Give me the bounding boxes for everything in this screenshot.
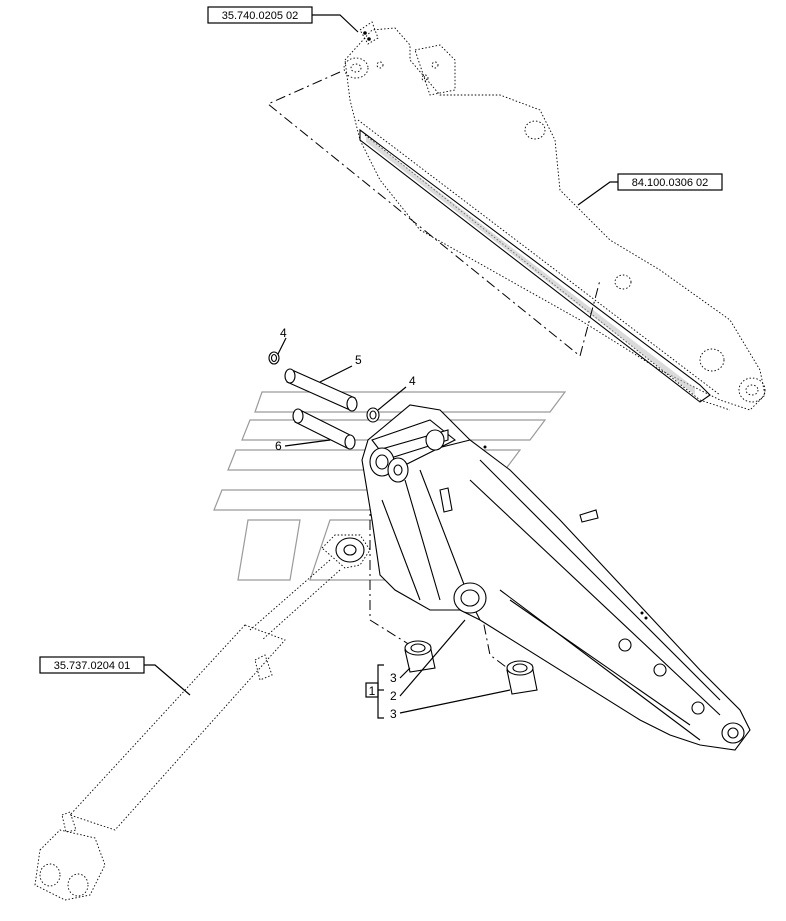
alignment-lines [267, 71, 601, 671]
kit-box-label: 1 [369, 684, 376, 698]
callout-ring-4-upper: 4 [277, 326, 287, 355]
bushing-lower [506, 660, 538, 695]
svg-text:2: 2 [390, 689, 397, 703]
callout-pin-6: 6 [275, 439, 331, 453]
pivot-bracket [359, 21, 379, 45]
lower-boom [361, 404, 751, 751]
hydraulic-cylinder [34, 534, 371, 901]
svg-text:3: 3 [390, 707, 397, 721]
reference-cylinder[interactable]: 35.737.0204 01 [39, 656, 191, 696]
svg-text:5: 5 [355, 353, 362, 367]
svg-text:6: 6 [275, 439, 282, 453]
snap-ring-lower [366, 407, 380, 423]
pin-6 [292, 408, 356, 450]
bushing-upper [404, 640, 436, 673]
svg-text:3: 3 [390, 671, 397, 685]
reference-boom[interactable]: 84.100.0306 02 [577, 173, 723, 206]
pin-5 [284, 368, 358, 412]
svg-text:4: 4 [409, 374, 416, 388]
kit-callout-group: 1 3 2 3 [365, 619, 511, 721]
callout-pin-5: 5 [319, 353, 362, 383]
svg-text:4: 4 [280, 326, 287, 340]
reference-top[interactable]: 35.740.0205 02 [207, 6, 359, 33]
snap-ring-upper [268, 351, 280, 365]
upper-boom [343, 27, 766, 411]
reference-cylinder-label: 35.737.0204 01 [54, 660, 130, 672]
reference-top-label: 35.740.0205 02 [222, 10, 298, 22]
reference-boom-label: 84.100.0306 02 [632, 177, 708, 189]
callout-ring-4-lower: 4 [377, 374, 416, 411]
